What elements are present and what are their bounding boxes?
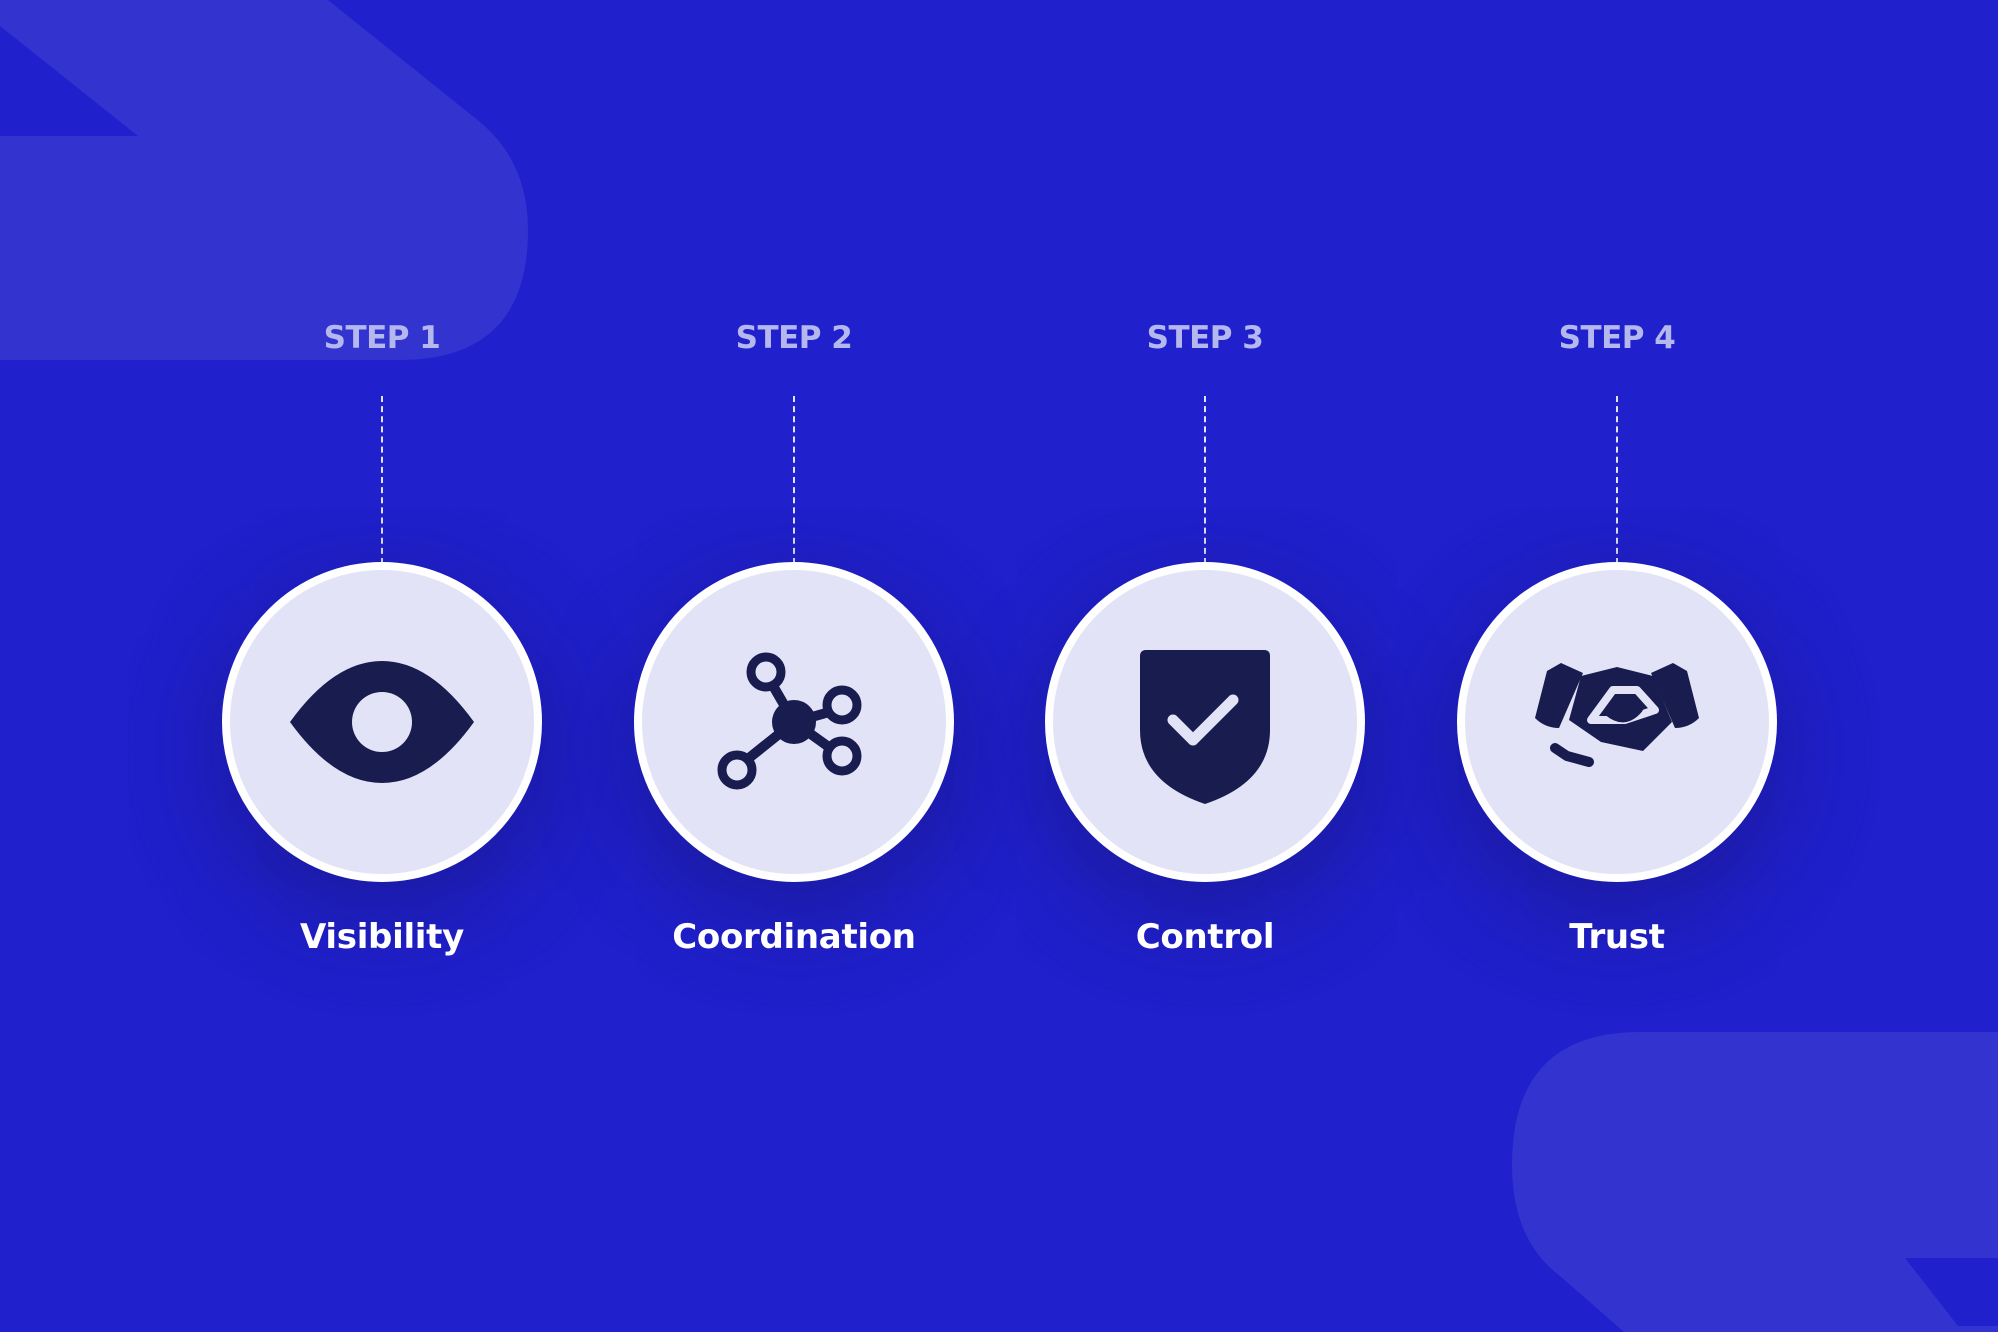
- step-title: Control: [1135, 917, 1275, 957]
- step-title: Trust: [1569, 917, 1665, 957]
- step-label: STEP 3: [1146, 320, 1264, 356]
- dashed-connector: [1616, 396, 1618, 564]
- dashed-connector: [381, 396, 383, 564]
- step-title: Coordination: [672, 917, 916, 957]
- step-icon-circle: [1045, 562, 1365, 882]
- network-nodes-icon: [717, 652, 862, 790]
- step-label: STEP 1: [323, 320, 441, 356]
- step-title: Visibility: [300, 917, 464, 957]
- top-left-arrow-shape: [0, 0, 528, 360]
- shield-check-icon: [1140, 650, 1270, 804]
- step-icon-circle: [1457, 562, 1777, 882]
- step-icon-circle: [222, 562, 542, 882]
- step-4: STEP 4 Trust: [1437, 0, 1797, 1000]
- step-3: STEP 3 Control: [1025, 0, 1385, 1000]
- eye-icon: [290, 661, 474, 783]
- step-label: STEP 4: [1558, 320, 1676, 356]
- step-icon-circle: [634, 562, 954, 882]
- dashed-connector: [1204, 396, 1206, 564]
- step-1: STEP 1 Visibility: [202, 0, 562, 1000]
- bottom-right-arrow-shape: [1512, 1032, 1998, 1332]
- step-2: STEP 2 Coordination: [614, 0, 974, 1000]
- handshake-icon: [1535, 663, 1699, 767]
- dashed-connector: [793, 396, 795, 564]
- step-label: STEP 2: [735, 320, 853, 356]
